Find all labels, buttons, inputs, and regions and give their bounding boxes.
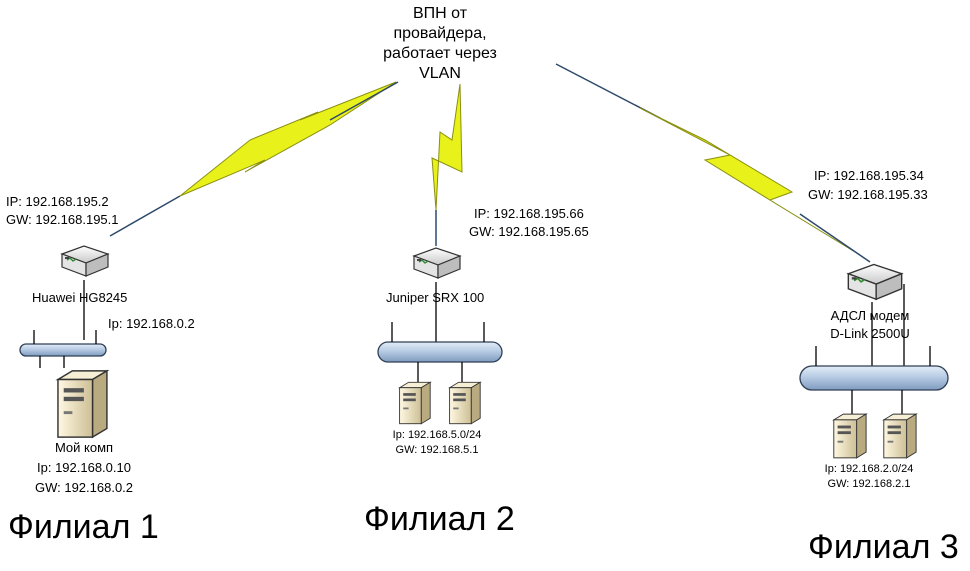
wan-link-branch1 [109,81,399,237]
branch2-router-icon [413,247,461,279]
branch1-lan-ip: Ip: 192.168.0.2 [108,316,195,331]
branch2-net-ip: Ip: 192.168.5.0/24 [392,429,482,441]
vpn-cloud-label: ВПН от провайдера, работает через VLAN [350,4,530,84]
branch3-modem-icon [847,263,903,301]
branch3-net-ip: Ip: 192.168.2.0/24 [824,463,914,475]
branch3-router-name-2: D-Link 2500U [830,326,910,341]
branch3-lan-bus [799,346,949,414]
branch3-title: Филиал 3 [808,528,959,566]
branch2-net-gw: GW: 192.168.5.1 [395,444,479,456]
vpn-label-line: ВПН от [412,5,468,22]
branch1-pc-server-icon [57,370,108,438]
branch2-server-icon [399,381,431,425]
branch2-title: Филиал 2 [364,500,515,538]
vpn-label-line: VLAN [419,65,461,82]
branch1-lan-bus [19,330,107,368]
branch2-router-ip: IP: 192.168.195.66 [474,206,584,221]
branch3-router-gw: GW: 192.168.195.33 [808,187,928,202]
branch3-router-ip: IP: 192.168.195.34 [814,168,924,183]
wan-link-branch3 [555,63,871,263]
branch1-router-icon [61,245,109,277]
branch1-title: Филиал 1 [8,508,159,546]
branch1-router-gw: GW: 192.168.195.1 [6,212,119,227]
branch3-net-gw: GW: 192.168.2.1 [827,478,911,490]
branch1-pc-name: Мой комп [54,440,114,455]
branch3-router-name-1: АДСЛ модем [830,308,910,323]
branch1-router-ip: IP: 192.168.195.2 [6,194,109,209]
branch3-server-icon [883,413,917,459]
branch1-router-name: Huawei HG8245 [32,290,128,305]
vpn-label-line: работает через [383,45,497,62]
branch2-lan-bus [377,322,503,384]
wan-link-branch2 [431,83,463,246]
branch2-server-icon [449,381,481,425]
branch2-router-name: Juniper SRX 100 [386,290,485,305]
branch2-router-gw: GW: 192.168.195.65 [469,224,589,239]
branch3-server-icon [833,413,867,459]
branch1-pc-ip: Ip: 192.168.0.10 [37,460,131,475]
branch1-pc-gw: GW: 192.168.0.2 [34,480,134,495]
vpn-label-line: провайдера, [393,25,487,42]
